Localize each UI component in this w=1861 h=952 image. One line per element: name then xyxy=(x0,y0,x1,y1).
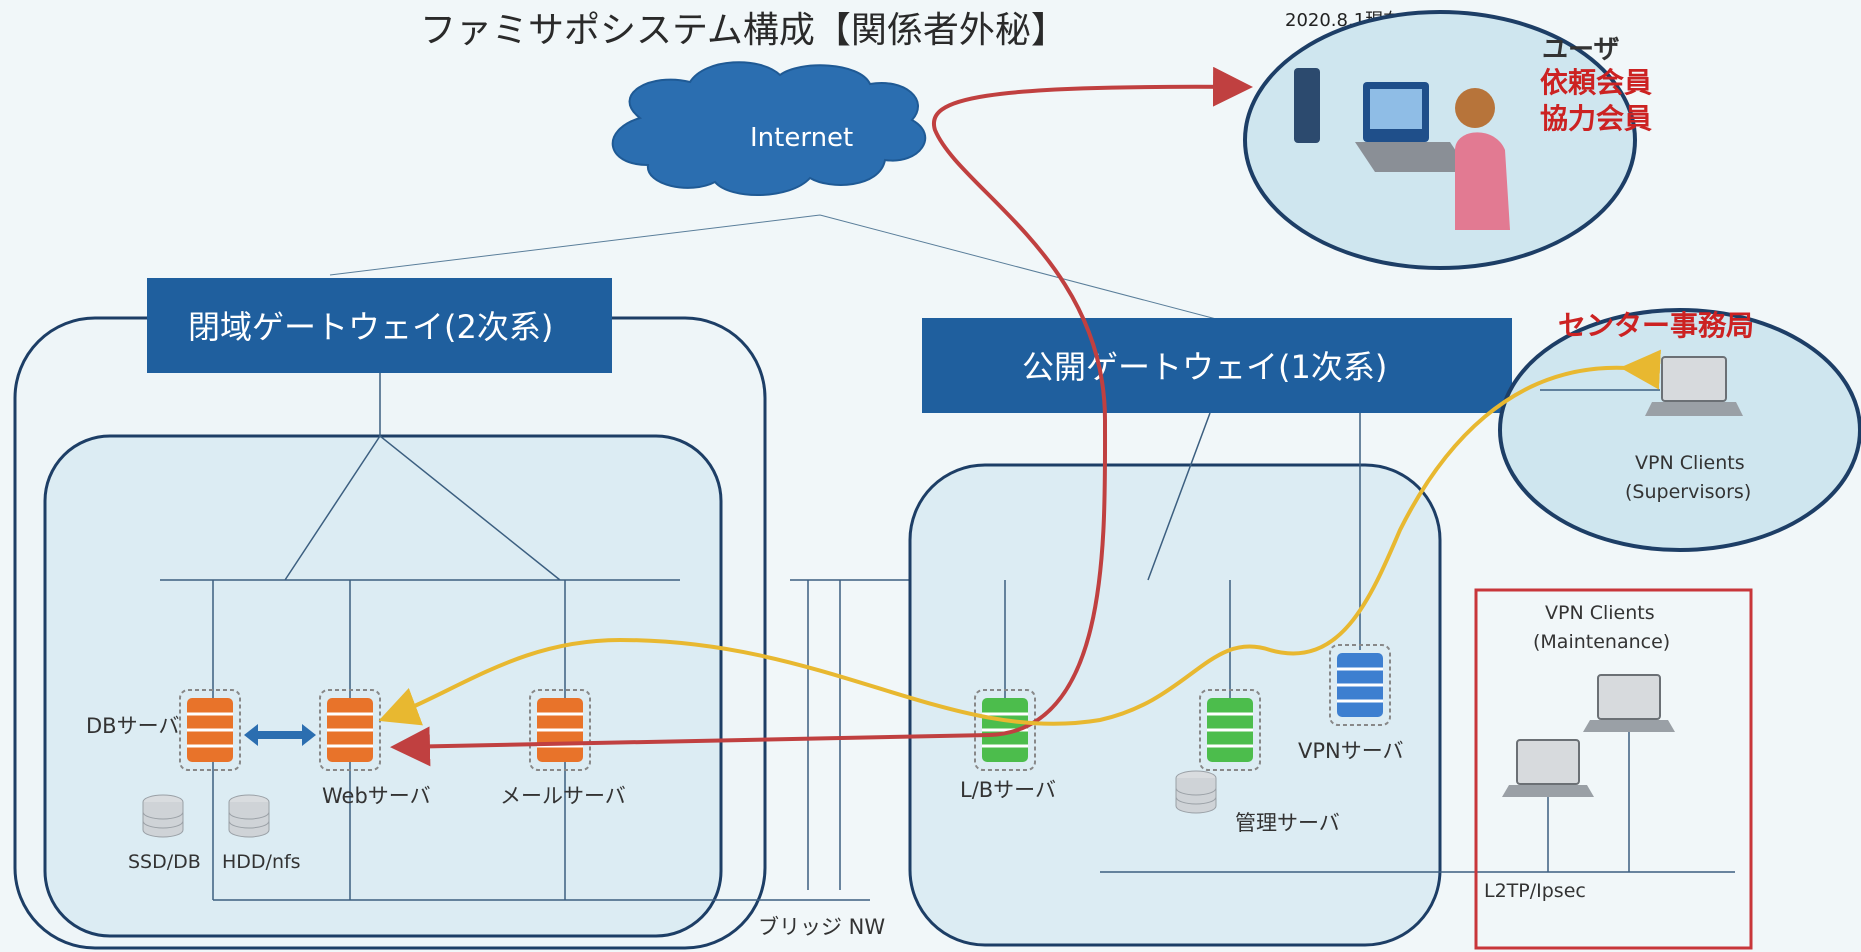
public-gateway: 公開ゲートウェイ(1次系) xyxy=(922,318,1512,413)
maintenance-clients-sub: (Maintenance) xyxy=(1533,631,1670,653)
db-server: DBサーバ xyxy=(86,689,241,771)
user-group: ユーザ 依頼会員 協力会員 xyxy=(1243,10,1652,270)
ssd-db-storage: SSD/DB xyxy=(128,794,201,873)
db-web-link xyxy=(244,724,316,746)
ssd-db-label: SSD/DB xyxy=(128,851,201,873)
public-gateway-label: 公開ゲートウェイ(1次系) xyxy=(1022,348,1387,386)
mail-server: メールサーバ xyxy=(500,689,626,808)
person-icon xyxy=(1455,88,1495,128)
page-title: ファミサポシステム構成【関係者外秘】 xyxy=(420,10,1067,51)
center-office: センター事務局 VPN Clients (Supervisors) xyxy=(1498,308,1861,552)
db-server-label: DBサーバ xyxy=(86,714,179,738)
web-server: Webサーバ xyxy=(319,689,431,808)
user-title: ユーザ xyxy=(1542,35,1619,65)
tablet-icon xyxy=(1294,68,1320,143)
yellow-flow-supervisors xyxy=(378,349,1661,726)
mgmt-storage xyxy=(1175,770,1217,814)
supervisor-clients-label: VPN Clients xyxy=(1635,452,1745,474)
internet-label: Internet xyxy=(750,123,853,153)
maintenance-protocol: L2TP/Ipsec xyxy=(1484,880,1586,902)
user-role-supporter: 協力会員 xyxy=(1540,102,1652,135)
closed-gateway: 閉域ゲートウェイ(2次系) xyxy=(147,278,612,373)
maintenance-box: VPN Clients (Maintenance) L2TP/Ipsec xyxy=(1474,588,1753,950)
hdd-nfs-label: HDD/nfs xyxy=(222,851,301,873)
web-server-label: Webサーバ xyxy=(322,784,431,808)
mail-server-label: メールサーバ xyxy=(500,784,626,808)
maintenance-clients-label: VPN Clients xyxy=(1545,602,1655,624)
laptop-icon xyxy=(1597,674,1661,720)
laptop-icon xyxy=(1516,739,1580,785)
bridge-network-label: ブリッジ NW xyxy=(758,915,885,939)
mgmt-server-label: 管理サーバ xyxy=(1235,811,1340,835)
laptop-icon xyxy=(1661,356,1727,402)
internet-cloud: Internet xyxy=(611,61,927,197)
vpn-server-label: VPNサーバ xyxy=(1298,739,1404,763)
closed-gateway-label: 閉域ゲートウェイ(2次系) xyxy=(188,308,553,346)
internet-links xyxy=(329,214,1221,321)
user-role-requester: 依頼会員 xyxy=(1540,66,1652,99)
lb-server-label: L/Bサーバ xyxy=(960,778,1056,802)
center-office-title: センター事務局 xyxy=(1558,309,1754,342)
red-flow-web xyxy=(390,726,991,767)
hdd-nfs-storage: HDD/nfs xyxy=(222,794,301,873)
supervisor-clients-sub: (Supervisors) xyxy=(1625,481,1751,503)
